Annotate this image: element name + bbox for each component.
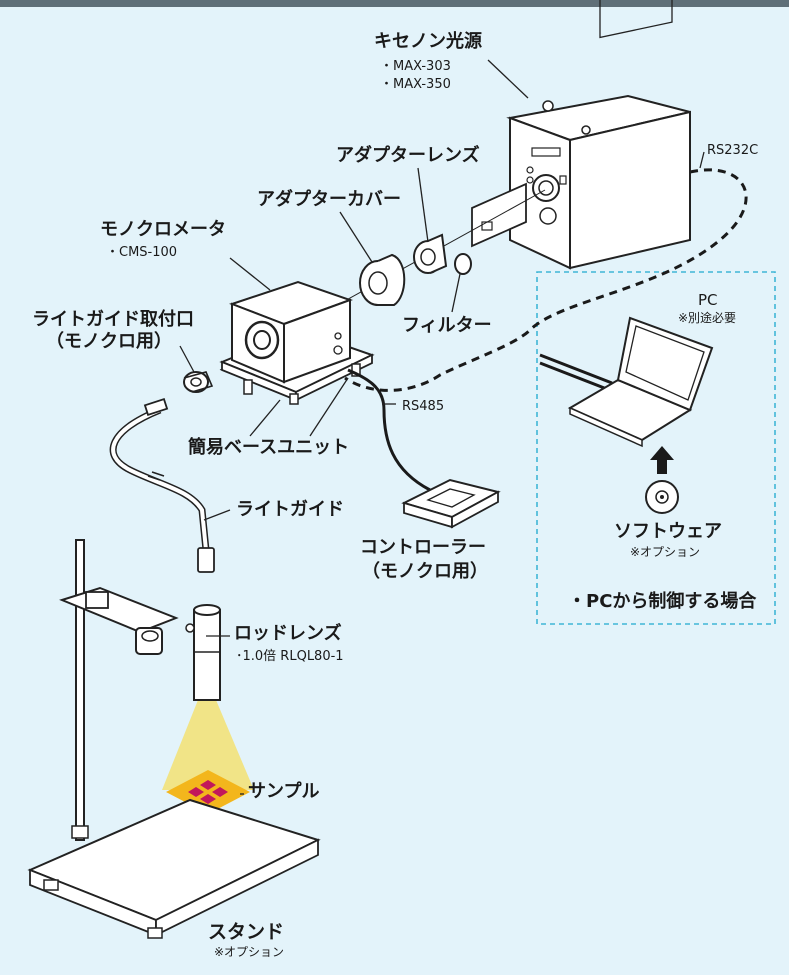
pc-cable xyxy=(539,353,613,385)
light-guide-connector-top xyxy=(143,398,169,416)
base-unit-label: 簡易ベースユニット xyxy=(188,437,350,458)
controller-label-2: （モノクロ用） xyxy=(362,561,488,582)
arrow-up-icon xyxy=(650,446,674,474)
leader-filter xyxy=(451,273,461,313)
leader-base xyxy=(249,399,281,437)
xenon-model-2: ・MAX-350 xyxy=(380,77,451,92)
rod-lens-model: ･1.0倍 RLQL80-1 xyxy=(236,649,344,664)
light-guide-port-label-1: ライトガイド取付口 xyxy=(32,309,194,330)
stand-note: ※オプション xyxy=(214,945,285,959)
light-guide-port-label-2: （モノクロ用） xyxy=(46,331,172,352)
leader-adapter-cover xyxy=(339,211,373,263)
light-beam xyxy=(162,700,254,790)
pc-label: PC xyxy=(698,291,718,309)
software-disc xyxy=(645,480,679,514)
leader-monochromator xyxy=(229,257,271,291)
software-label: ソフトウェア xyxy=(614,521,722,542)
sample-label: サンプル xyxy=(248,781,320,802)
pc-control-heading: ・PCから制御する場合 xyxy=(568,591,757,612)
pc-note: ※別途必要 xyxy=(678,311,737,325)
filter-ring xyxy=(454,253,472,275)
controller-label-1: コントローラー xyxy=(360,537,486,558)
adapter-cover xyxy=(359,253,406,306)
xenon-lamp-unit xyxy=(506,0,691,270)
controller-box xyxy=(401,478,501,529)
rod-lens-label: ロッドレンズ xyxy=(234,623,342,644)
software-note: ※オプション xyxy=(630,545,701,559)
laptop-pc xyxy=(567,316,714,448)
rs232c-label: RS232C xyxy=(707,143,759,158)
xenon-model-1: ・MAX-303 xyxy=(380,59,451,74)
adapter-cover-label: アダプターカバー xyxy=(257,189,401,210)
monochromator-model: ・CMS-100 xyxy=(106,245,178,260)
monochromator-title: モノクロメータ xyxy=(100,219,226,240)
stand-label: スタンド xyxy=(208,921,285,943)
pc-control-box xyxy=(536,271,776,625)
stand xyxy=(27,539,321,939)
leader-xenon xyxy=(487,59,529,99)
light-guide-label: ライトガイド xyxy=(236,499,344,520)
light-guide-connector-bottom xyxy=(197,547,215,573)
top-bar xyxy=(0,0,789,7)
light-guide-port xyxy=(183,371,214,393)
adapter-lens xyxy=(413,233,448,274)
leader-lg-port xyxy=(179,345,195,373)
leader-base-2 xyxy=(309,377,349,437)
leader-adapter-lens xyxy=(417,167,429,243)
leader-rs232c xyxy=(699,151,705,169)
adapter-lens-label: アダプターレンズ xyxy=(336,145,480,166)
monochromator-unit xyxy=(219,280,375,405)
xenon-title: キセノン光源 xyxy=(374,31,482,52)
rod-lens xyxy=(185,604,221,701)
rs485-cable xyxy=(347,368,431,492)
rs232c-cable xyxy=(344,168,748,392)
filter-label: フィルター xyxy=(402,315,492,336)
rs485-label: RS485 xyxy=(402,399,445,414)
leader-light-guide xyxy=(203,509,231,521)
